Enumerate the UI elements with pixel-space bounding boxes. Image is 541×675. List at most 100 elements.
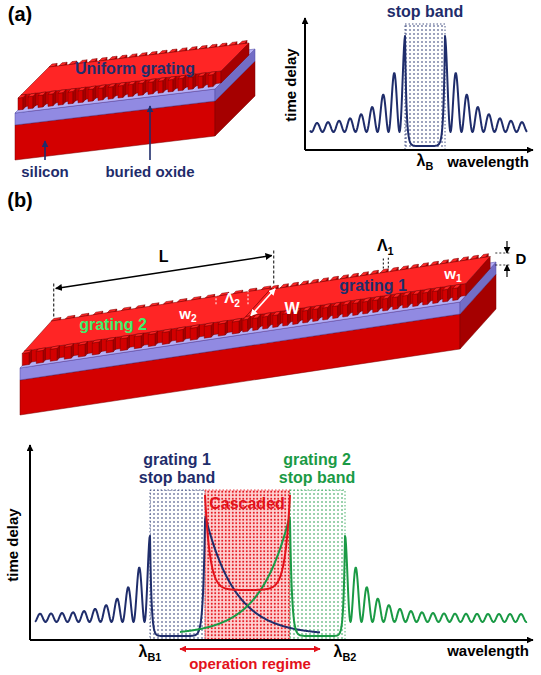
waveguide-face (383, 295, 391, 299)
symbol-subscript: 2 (234, 298, 240, 309)
wavelength-mark: λB (417, 152, 434, 170)
waveguide-face (118, 82, 126, 86)
waveguide-face (178, 78, 183, 91)
uniform-grating-waveguide (15, 41, 255, 160)
waveguide-face (98, 88, 103, 101)
waveguide-face (28, 96, 33, 109)
dimension-label: Λ2 (224, 290, 240, 307)
waveguide-face (108, 87, 113, 100)
dimension-label: w2 (179, 305, 196, 322)
waveguide-face (78, 90, 83, 103)
panel-letter: (a) (8, 3, 32, 25)
waveguide-face (98, 85, 106, 89)
waveguide-face (323, 307, 328, 320)
waveguide-face (108, 84, 116, 88)
waveguide-face (253, 318, 258, 331)
waveguide-face (303, 307, 311, 311)
waveguide-face (118, 85, 123, 98)
stop-band-region (405, 24, 445, 150)
waveguide-face (453, 284, 461, 288)
waveguide-face (38, 92, 46, 96)
period-tick (383, 257, 384, 269)
waveguide-face (253, 314, 261, 318)
waveguide-face (413, 294, 418, 307)
waveguide-face (38, 95, 43, 108)
waveguide-face (162, 329, 171, 333)
waveguide-face (58, 90, 66, 94)
waveguide-face (343, 304, 348, 317)
axis-label: time delay (283, 48, 300, 121)
cascaded-grating-waveguide (20, 254, 496, 415)
stop-band-region (150, 490, 205, 640)
waveguide-face (363, 301, 368, 314)
waveguide-face (128, 81, 136, 85)
axis-label: wavelength (447, 154, 529, 171)
symbol-subscript: B1 (148, 651, 162, 663)
waveguide-face (88, 86, 96, 90)
waveguide-face (443, 289, 448, 302)
cascaded-curve (205, 495, 290, 590)
waveguide-face (48, 94, 53, 107)
waveguide-face (50, 346, 59, 350)
waveguide-face (218, 323, 225, 336)
waveguide-face (453, 288, 458, 301)
waveguide-face (383, 298, 388, 311)
waveguide-face (188, 77, 193, 90)
pointer-arrow (44, 141, 46, 160)
waveguide-face (176, 327, 185, 331)
waveguide-face (138, 83, 143, 96)
part-label: Uniform grating (75, 60, 195, 78)
waveguide-face (303, 310, 308, 323)
symbol-base: Λ (377, 237, 388, 254)
waveguide-face (273, 315, 278, 328)
waveguide-face (423, 289, 431, 293)
x-axis (30, 639, 533, 641)
waveguide-face (68, 88, 76, 92)
waveguide-face (246, 257, 490, 317)
waveguide-face (423, 292, 428, 305)
waveguide-face (373, 296, 381, 300)
waveguide-face (148, 82, 153, 95)
waveguide-face (323, 304, 331, 308)
pointer-arrow (149, 106, 151, 160)
panel-letter: (b) (7, 189, 33, 211)
period-tick (248, 290, 249, 306)
waveguide-face (148, 331, 157, 335)
waveguide-face (92, 342, 99, 355)
dimension-label: L (159, 248, 169, 266)
waveguide-face (263, 316, 268, 329)
waveguide-face (120, 338, 127, 351)
waveguide-face (28, 93, 36, 97)
waveguide-face (333, 302, 341, 306)
band-label: stop band (387, 3, 463, 21)
dimension-tick (273, 251, 274, 284)
extension-line (495, 253, 510, 254)
band-label: Cascaded (209, 495, 285, 513)
waveguide-face (263, 313, 271, 317)
depth-arrow (506, 241, 507, 253)
waveguide-face (208, 72, 216, 76)
symbol-subscript: 2 (191, 313, 197, 324)
symbol-base: w (444, 265, 456, 282)
waveguide-face (48, 91, 56, 95)
period-tick (388, 256, 389, 268)
waveguide-face (353, 303, 358, 316)
regime-label: operation regime (189, 656, 311, 673)
symbol-subscript: 1 (456, 273, 462, 284)
waveguide-face (232, 318, 241, 322)
waveguide-face (208, 75, 213, 88)
part-label: buried oxide (105, 164, 194, 181)
waveguide-face (204, 325, 211, 338)
waveguide-face (120, 335, 129, 339)
waveguide-face (313, 305, 321, 309)
y-axis (29, 445, 31, 640)
wavelength-mark: λB2 (334, 643, 357, 661)
waveguide-face (138, 80, 146, 84)
waveguide-face (58, 93, 63, 106)
waveguide-face (158, 78, 166, 82)
symbol-base: w (179, 304, 191, 321)
waveguide-face (50, 348, 57, 361)
